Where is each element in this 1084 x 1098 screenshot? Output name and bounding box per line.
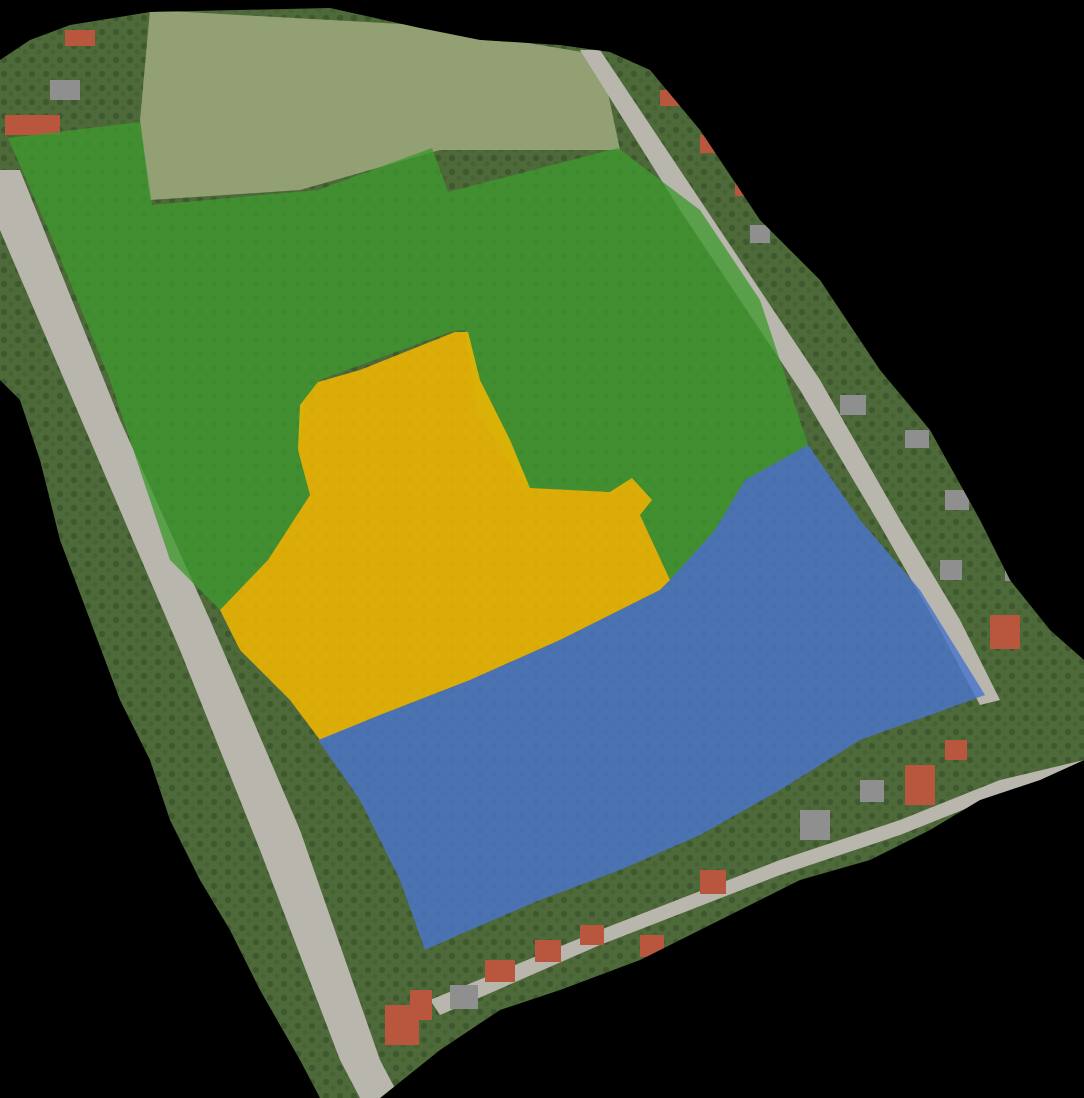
rooftops-northwest	[5, 30, 95, 135]
highway-road	[0, 170, 400, 1098]
zone-green-area[interactable]	[8, 122, 808, 610]
rooftops-south	[385, 740, 967, 1045]
zone-blue-area[interactable]	[318, 445, 985, 950]
zone-yellow-area[interactable]	[220, 332, 670, 740]
residential-road-south	[430, 760, 1084, 1015]
meadow-patch	[140, 10, 620, 200]
